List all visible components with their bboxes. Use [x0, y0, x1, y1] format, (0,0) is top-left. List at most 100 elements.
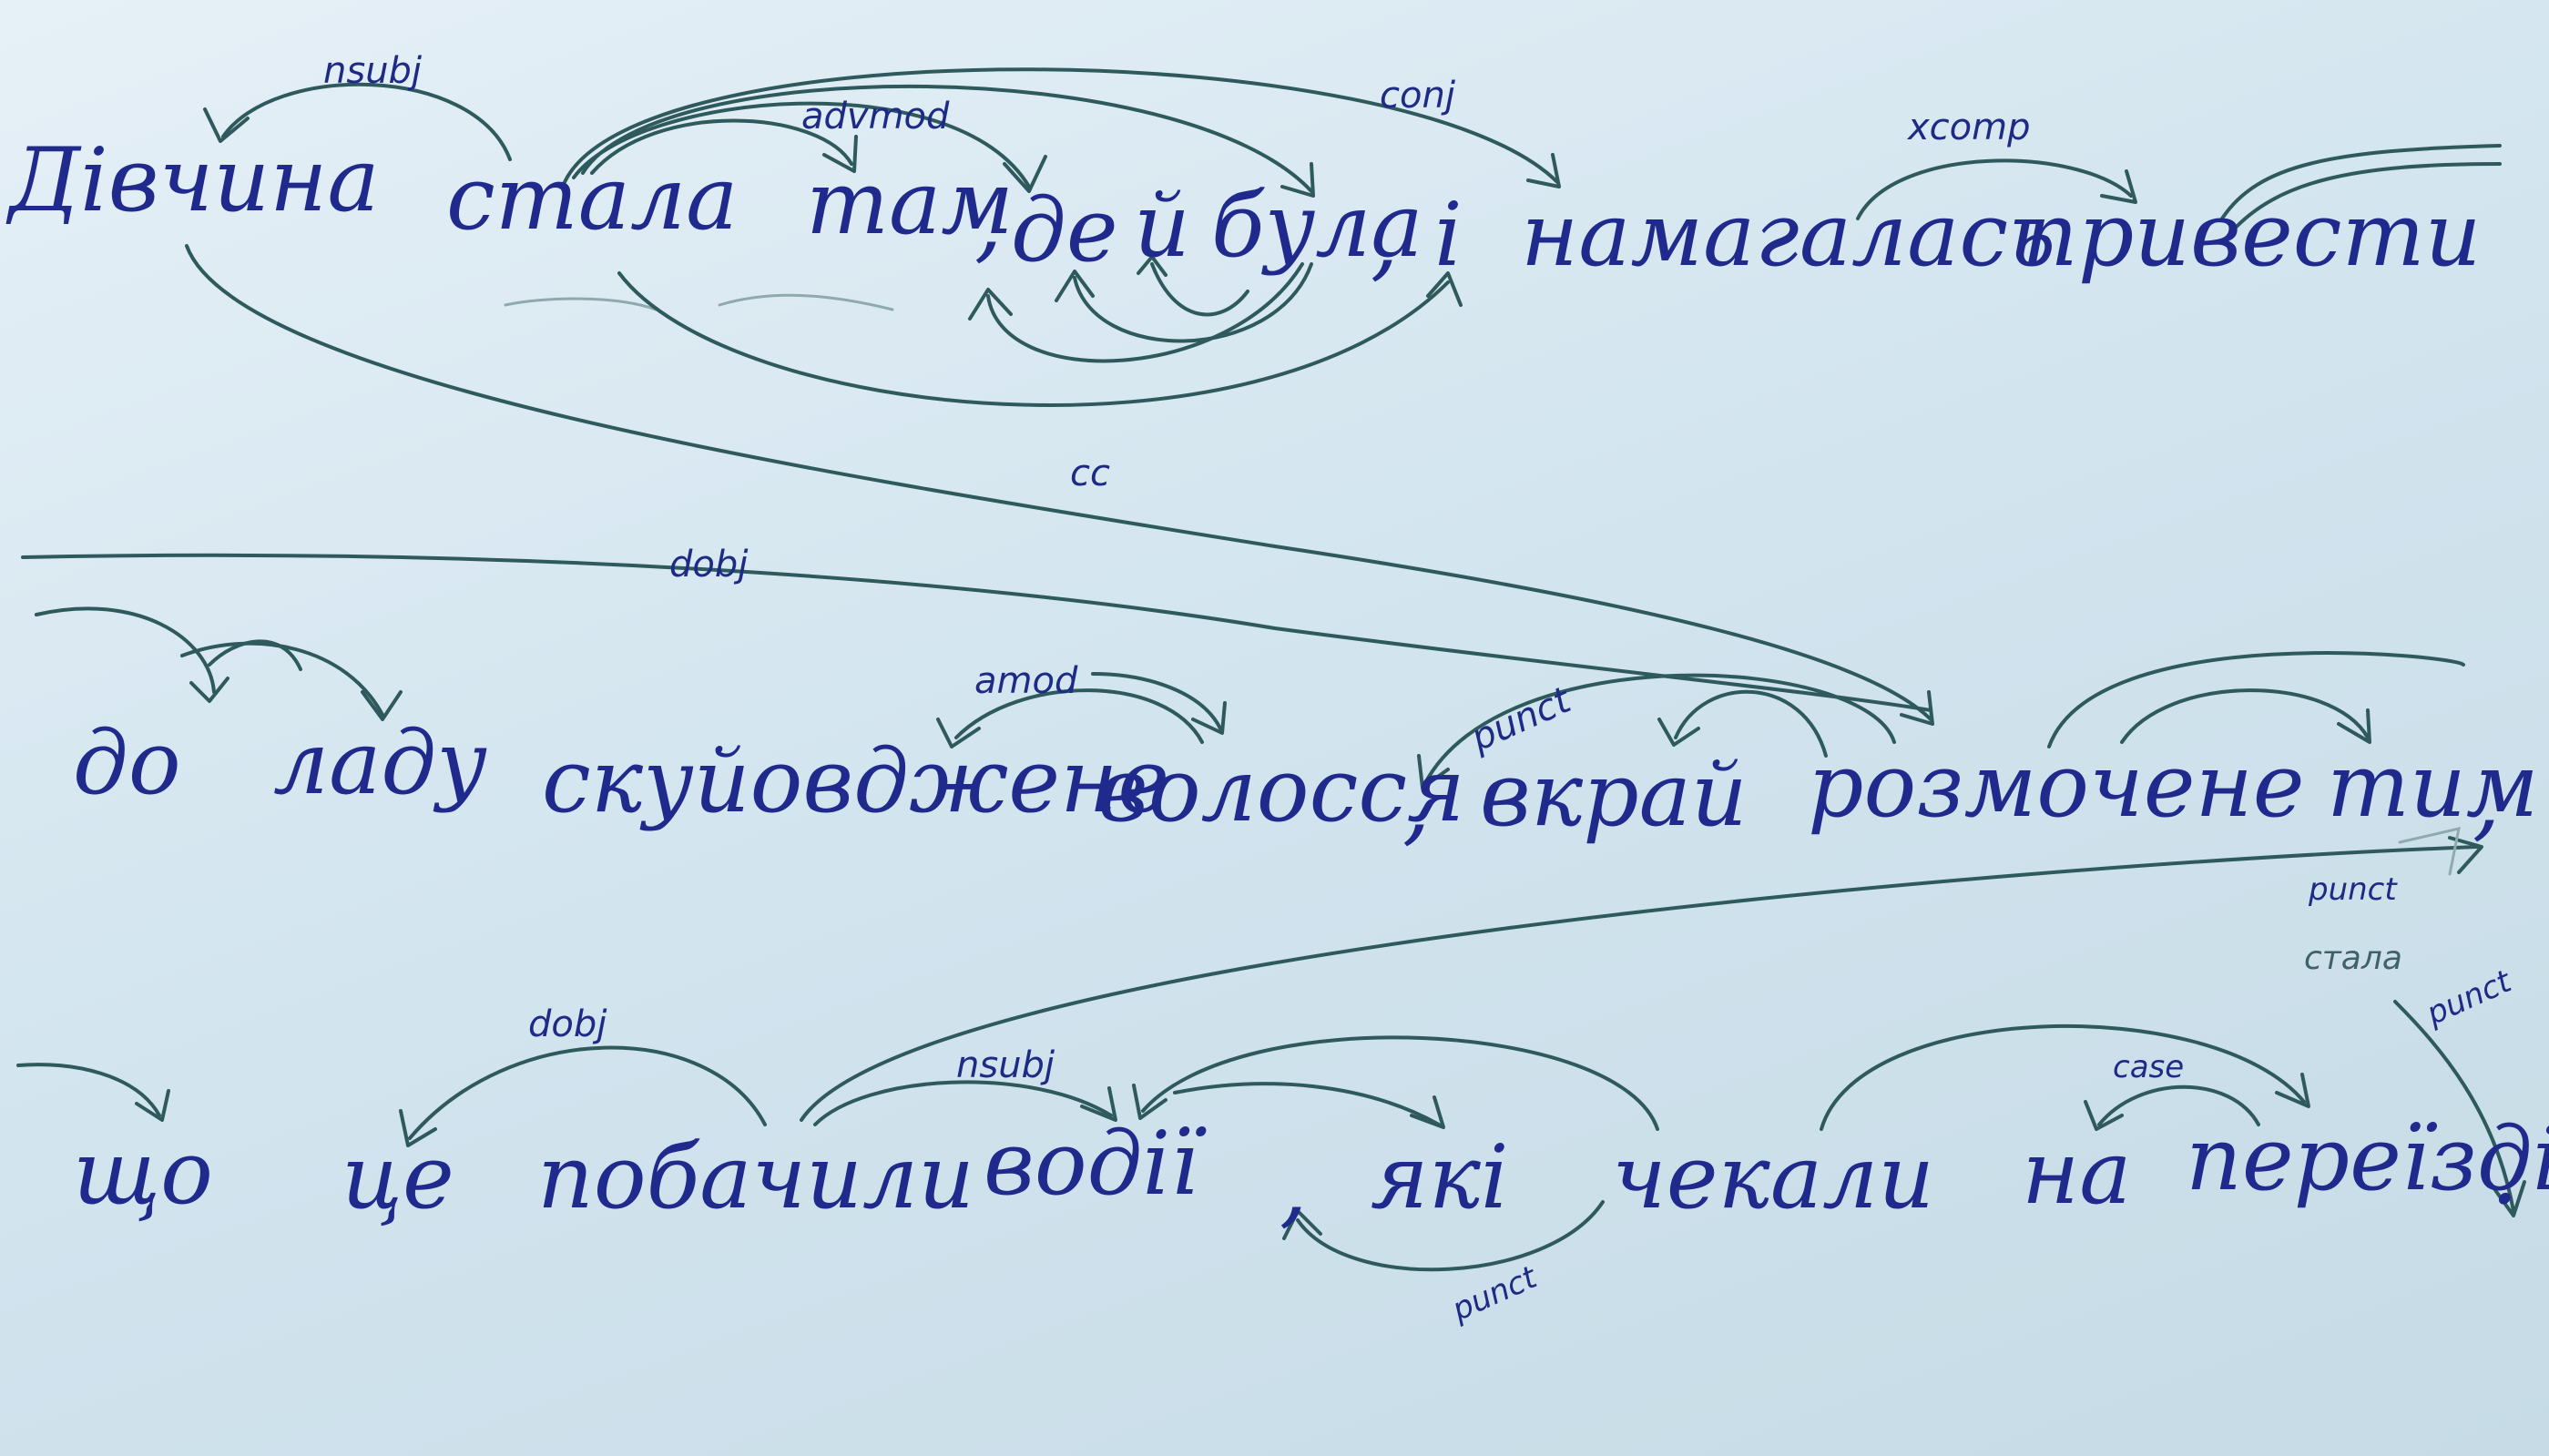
arrowhead: [1410, 1095, 1445, 1129]
arrowhead: [361, 690, 403, 721]
arrowhead: [1003, 155, 1047, 193]
word-skuiovdzhene: скуйовджене: [542, 730, 1170, 832]
word-pereizdi: переїзді: [2186, 1108, 2549, 1210]
arc-wrap-mid: [21, 553, 1932, 712]
label-punct-right: punct: [2309, 871, 2397, 908]
arc-chekaly-vodii: [1141, 1035, 1659, 1131]
arrowhead: [1426, 271, 1463, 307]
arrowhead: [203, 107, 250, 143]
word-i: і: [1434, 184, 1463, 286]
arc-case: [2097, 1084, 2260, 1126]
label-xcomp: xcomp: [1908, 107, 2031, 148]
label-nsubj-top: nsubj: [323, 50, 423, 92]
faint-pencil-trace: [718, 293, 894, 311]
arrowhead: [1132, 1084, 1167, 1120]
word-de: де: [1011, 179, 1118, 281]
word-ladu: ладу: [273, 712, 487, 814]
arc-stala-tam: [590, 118, 853, 175]
label-pencil-note: стала: [2304, 940, 2402, 977]
word-comma-3: ,: [1402, 753, 1431, 855]
arrowhead: [1282, 1209, 1322, 1240]
arc-punct-bottom: [1296, 1200, 1605, 1272]
arc-conj: [563, 67, 1559, 184]
word-comma-4: ,: [2473, 748, 2501, 850]
arrowhead: [2100, 169, 2137, 204]
arc-dobj-head: [1091, 672, 1222, 730]
arc-wrap-shcho: [16, 1063, 161, 1117]
arrowhead: [936, 718, 981, 748]
faint-pencil-trace: [504, 297, 658, 311]
label-conj: conj: [1380, 75, 1455, 117]
word-vodii: водії: [984, 1113, 1198, 1215]
arc-privesty-wrap-b: [2229, 162, 2502, 234]
arc-dobj-bottom: [408, 1045, 767, 1140]
arc-dobj-long: [185, 244, 1932, 721]
arrowhead: [2337, 708, 2371, 744]
label-dobj-bottom: dobj: [528, 1003, 607, 1045]
arc-nsubj-bottom: [813, 1080, 1113, 1126]
arrowhead: [1657, 718, 1700, 747]
arrowhead: [2084, 1100, 2124, 1131]
arc-stala-bula: [581, 84, 1313, 193]
word-do: до: [73, 712, 181, 814]
label-nsubj-bottom: nsubj: [956, 1044, 1055, 1086]
word-rozmochene: розмочене: [1808, 735, 2305, 837]
label-dobj-mid: dobj: [669, 544, 749, 585]
arrowhead: [1526, 153, 1561, 188]
word-divchyna: Дівчина: [9, 129, 380, 231]
arc-bula-de: [1073, 262, 1313, 343]
word-tam: там: [806, 152, 1014, 254]
arrowhead: [1280, 162, 1315, 198]
arc-rozmochene-tym-b: [2120, 688, 2370, 744]
arc-cc: [617, 271, 1450, 407]
arrowhead: [1080, 1086, 1117, 1122]
word-na: на: [2022, 1122, 2132, 1224]
arc-punct-mid: [1423, 673, 1896, 785]
arc-privesty-wrap-a: [2220, 144, 2502, 220]
arc-ladu-do: [208, 639, 302, 671]
arrowhead: [1055, 270, 1095, 302]
arrowhead: [135, 1089, 170, 1122]
word-volossia: волосся: [1097, 739, 1465, 841]
arc-wrap-do: [35, 606, 216, 694]
word-stala: стала: [446, 148, 739, 249]
arrowhead: [822, 135, 858, 173]
arrowhead: [1137, 255, 1167, 277]
arc-nsubj-top: [221, 82, 512, 161]
word-comma-2: ,: [1371, 188, 1399, 290]
word-namahalas: намагалась: [1521, 184, 2056, 286]
arc-xcomp: [1856, 158, 2133, 220]
arc-bula-i: [1150, 262, 1249, 317]
word-comma-5: ,: [1280, 1135, 1308, 1237]
arrowhead: [2275, 1073, 2310, 1108]
arrowhead: [1191, 701, 1227, 735]
label-amod: amod: [974, 660, 1078, 702]
word-shcho: що: [73, 1122, 213, 1224]
word-tse: це: [342, 1126, 454, 1228]
arrowhead: [1900, 690, 1934, 726]
arrowhead: [1417, 754, 1450, 789]
word-vkrai: вкрай: [1480, 744, 1748, 846]
arrowhead: [2448, 836, 2483, 874]
word-bula: була: [1211, 175, 1423, 277]
faint-pencil-trace: [2398, 827, 2461, 876]
arrowhead: [189, 677, 229, 703]
label-case: case: [2113, 1049, 2185, 1085]
word-tym: тим: [2327, 735, 2539, 837]
arrowhead: [2489, 1180, 2526, 1217]
word-pobachyly: побачили: [537, 1126, 974, 1228]
arc-rozmochene-tym: [2047, 651, 2465, 748]
word-period: .: [2491, 1122, 2519, 1224]
label-cc: cc: [1070, 453, 1110, 494]
word-pryvesty: привести: [2022, 184, 2482, 286]
arc-chekaly-iaki: [1173, 1082, 1441, 1126]
arc-rozmochene-vkrai: [1674, 689, 1828, 758]
word-iaki: які: [1371, 1126, 1509, 1228]
arc-chekaly-pereizdi: [1820, 1024, 2306, 1131]
arrowhead: [399, 1109, 437, 1147]
arc-bula-comma: [986, 262, 1304, 363]
arrowhead: [968, 288, 1013, 321]
arc-to-ladu: [180, 641, 384, 717]
